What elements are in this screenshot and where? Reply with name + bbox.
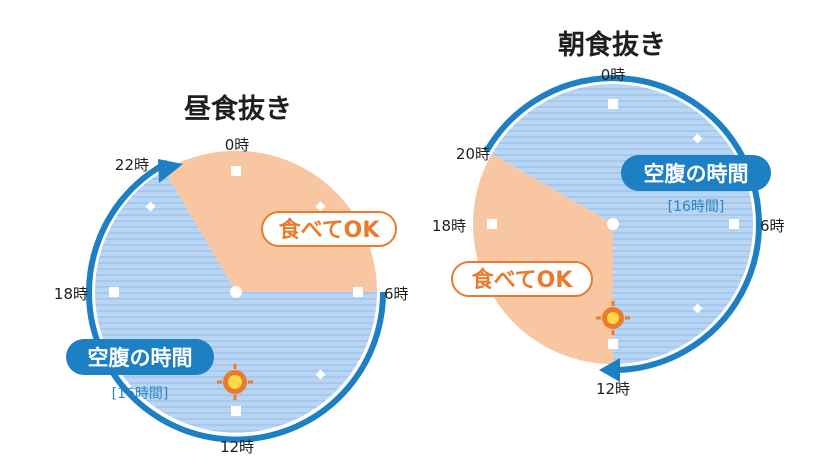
right-hour-18: 18時 xyxy=(432,217,466,235)
left-clock-center xyxy=(230,286,242,298)
left-arrow-head xyxy=(158,159,183,183)
left-clock: 昼食抜き 食べてOK 空腹の時間 [16時 xyxy=(54,93,409,456)
right-minor-marker-9 xyxy=(692,303,703,314)
right-hour-marker-6 xyxy=(729,219,739,229)
left-hour-0: 0時 xyxy=(225,136,250,154)
right-hour-20: 20時 xyxy=(456,145,490,163)
right-hour-12: 12時 xyxy=(596,380,630,398)
right-fasting-arrow-arc xyxy=(484,75,762,373)
left-fasting-label: 空腹の時間 xyxy=(88,346,193,370)
right-hour-marker-0 xyxy=(608,99,618,109)
left-clock-title: 昼食抜き xyxy=(184,93,292,125)
left-hour-marker-18 xyxy=(109,287,119,297)
right-hour-marker-18 xyxy=(487,219,497,229)
left-hour-marker-6 xyxy=(353,287,363,297)
left-eating-badge: 食べてOK xyxy=(261,211,397,247)
right-eating-label: 食べてOK xyxy=(472,267,574,293)
right-clock-center xyxy=(607,218,619,230)
right-duration-label: [16時間] xyxy=(668,199,725,215)
left-hour-18: 18時 xyxy=(54,285,88,303)
right-fasting-sector xyxy=(491,83,754,365)
right-fasting-label: 空腹の時間 xyxy=(644,162,749,186)
right-hour-marker-12 xyxy=(608,339,618,349)
right-arrow-head xyxy=(599,358,620,382)
right-clock-title: 朝食抜き xyxy=(558,29,666,61)
left-minor-marker-3 xyxy=(315,201,326,212)
right-eating-sector xyxy=(473,154,613,364)
left-duration-label: [16時間] xyxy=(112,386,169,402)
right-clock: 朝食抜き 食べてOK 空腹の時間 [16時間] xyxy=(432,29,785,398)
left-minor-marker-9 xyxy=(315,369,326,380)
right-sun-icon xyxy=(596,301,630,335)
left-eating-label: 食べてOK xyxy=(279,217,381,243)
left-hour-marker-12 xyxy=(231,406,241,416)
right-minor-marker-3 xyxy=(692,133,703,144)
left-hour-6: 6時 xyxy=(384,285,409,303)
left-hour-12: 12時 xyxy=(220,438,254,456)
left-minor-marker-21 xyxy=(145,201,156,212)
left-hour-marker-0 xyxy=(231,166,241,176)
left-fasting-badge: 空腹の時間 xyxy=(66,339,214,375)
right-eating-badge: 食べてOK xyxy=(451,261,593,297)
left-fasting-arrow-arc xyxy=(86,159,387,443)
right-fasting-badge: 空腹の時間 xyxy=(621,155,771,191)
left-hour-22: 22時 xyxy=(115,156,149,174)
left-sun-icon xyxy=(217,364,253,400)
right-hour-0: 0時 xyxy=(601,66,626,84)
right-hour-6: 6時 xyxy=(760,217,785,235)
